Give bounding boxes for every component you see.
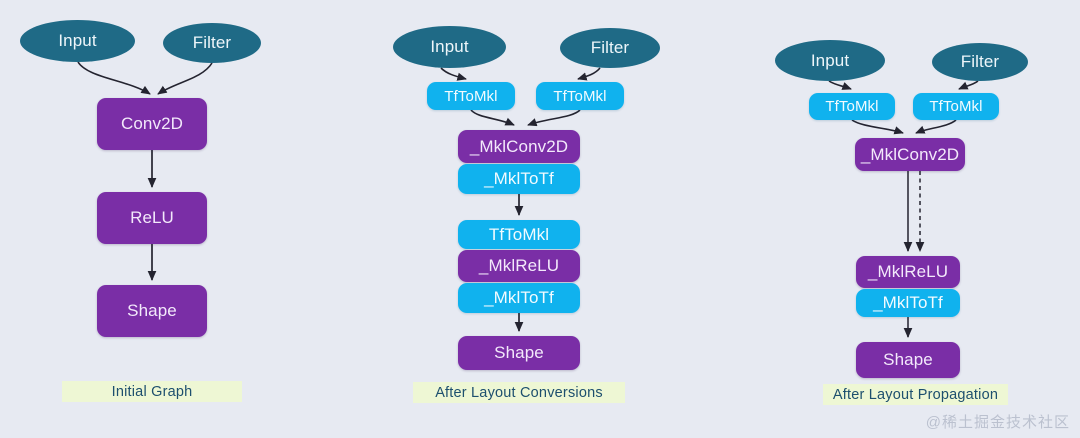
node-p3-mklconv2d[interactable]: _MklConv2D [855,138,965,171]
panel-caption-initial-graph: Initial Graph [62,381,242,402]
node-p3-mkltotf[interactable]: _MklToTf [856,289,960,317]
edge-filter-to-tftomkl-b [577,67,601,81]
edge-tftomkl-b-to-mklconv2d [527,109,581,127]
edge-input-to-conv2d [77,61,151,95]
edge-filter-to-conv2d [157,62,213,95]
node-p2-input[interactable]: Input [393,26,506,68]
site-watermark: @稀土掘金技术社区 [925,414,1070,431]
panel-1-edges [77,61,213,282]
node-p2-tftomkl-c[interactable]: TfToMkl [458,220,580,249]
node-p2-filter[interactable]: Filter [560,28,660,68]
edge-input-to-tftomkl-a [828,80,852,90]
node-p2-mklconv2d[interactable]: _MklConv2D [458,130,580,163]
node-p1-relu[interactable]: ReLU [97,192,207,244]
node-p3-input[interactable]: Input [775,40,885,81]
edge-tftomkl-a-to-mklconv2d [470,109,515,126]
node-p1-conv2d[interactable]: Conv2D [97,98,207,150]
edge-filter-to-tftomkl-b [958,80,979,90]
node-p2-mkltotf-b[interactable]: _MklToTf [458,283,580,313]
edge-input-to-tftomkl-a [440,67,467,81]
node-p3-shape[interactable]: Shape [856,342,960,378]
node-p3-tftomkl-b[interactable]: TfToMkl [913,93,999,120]
node-p2-shape[interactable]: Shape [458,336,580,370]
node-p1-input[interactable]: Input [20,20,135,62]
node-p3-tftomkl-a[interactable]: TfToMkl [809,93,895,120]
node-p3-filter[interactable]: Filter [932,43,1028,81]
node-p2-tftomkl-a[interactable]: TfToMkl [427,82,515,110]
panel-caption-after-layout-conversions: After Layout Conversions [413,382,625,403]
node-p2-mkltotf-a[interactable]: _MklToTf [458,164,580,194]
node-p3-mklrelu[interactable]: _MklReLU [856,256,960,288]
edge-tftomkl-b-to-mklconv2d [915,119,957,134]
node-p1-filter[interactable]: Filter [163,23,261,63]
panel-caption-after-layout-propagation: After Layout Propagation [823,384,1008,405]
node-p2-tftomkl-b[interactable]: TfToMkl [536,82,624,110]
node-p2-mklrelu[interactable]: _MklReLU [458,250,580,282]
node-p1-shape[interactable]: Shape [97,285,207,337]
edge-tftomkl-a-to-mklconv2d [851,119,904,135]
